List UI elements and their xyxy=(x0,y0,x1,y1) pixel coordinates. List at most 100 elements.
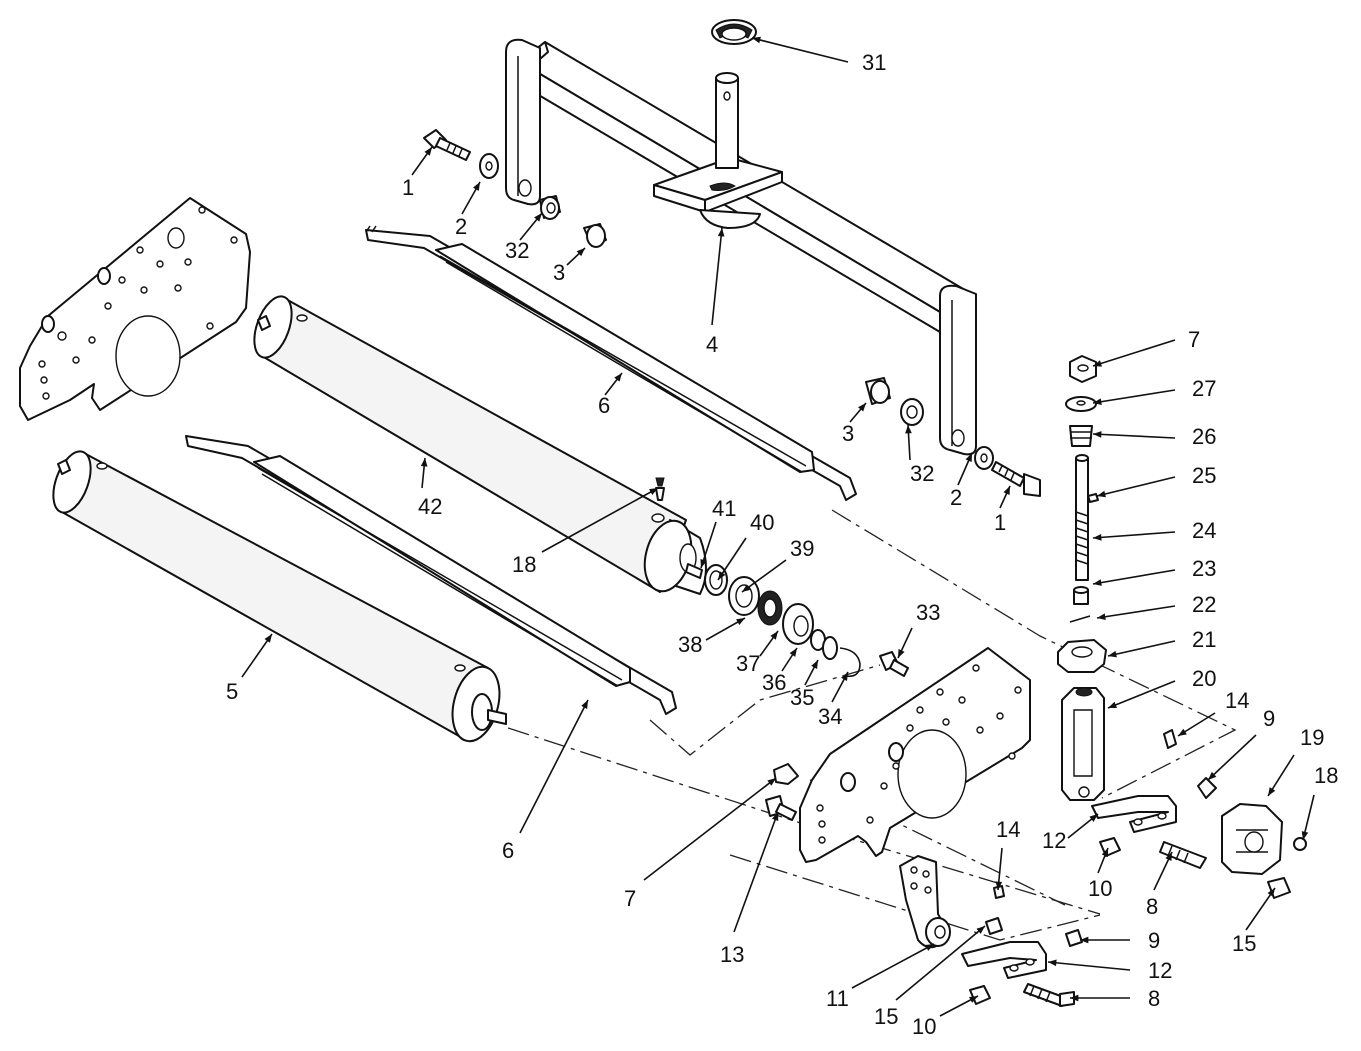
callout-arrowhead xyxy=(752,36,761,44)
callout-arrowhead xyxy=(264,634,272,643)
callout-number: 35 xyxy=(790,685,814,710)
callout-number: 8 xyxy=(1146,894,1158,919)
callout-leader xyxy=(1107,680,1176,709)
callout-24: 24 xyxy=(1092,518,1216,543)
callout-number: 13 xyxy=(720,942,744,967)
lower-hardware xyxy=(765,763,1083,1007)
callout-leader xyxy=(1092,389,1176,404)
callout-leader xyxy=(895,925,986,1001)
callout-leader xyxy=(1245,887,1276,931)
callout-arrowhead xyxy=(576,248,585,257)
callout-number: 27 xyxy=(1192,376,1216,401)
callout-arrowhead xyxy=(995,881,1003,890)
callout-leader xyxy=(541,487,659,553)
callout-36: 36 xyxy=(762,647,798,695)
callout-number: 1 xyxy=(994,510,1006,535)
callout-3: 3 xyxy=(553,247,586,285)
callout-leader xyxy=(1092,531,1176,539)
callout-number: 37 xyxy=(736,651,760,676)
callout-leader xyxy=(711,227,723,326)
bolt-33 xyxy=(879,651,909,677)
callout-number: 5 xyxy=(226,679,238,704)
callout-arrowhead xyxy=(1003,486,1010,495)
callout-number: 32 xyxy=(910,461,934,486)
callout-8: 8 xyxy=(1070,986,1160,1011)
callout-number: 24 xyxy=(1192,518,1216,543)
callout-number: 33 xyxy=(916,600,940,625)
callout-6: 6 xyxy=(598,372,623,418)
callout-arrowhead xyxy=(1267,888,1275,897)
callout-leader xyxy=(717,537,747,581)
callout-32: 32 xyxy=(905,424,934,486)
callout-number: 8 xyxy=(1148,986,1160,1011)
callout-7: 7 xyxy=(1092,327,1200,367)
callout-10: 10 xyxy=(1088,847,1112,901)
callout-9: 9 xyxy=(1207,706,1275,781)
callout-leader xyxy=(1092,339,1176,367)
callout-10: 10 xyxy=(912,995,979,1039)
callout-12: 12 xyxy=(1047,958,1172,983)
callout-33: 33 xyxy=(897,600,940,659)
callout-leader xyxy=(1096,605,1176,619)
callout-number: 19 xyxy=(1300,725,1324,750)
callout-number: 38 xyxy=(678,632,702,657)
callout-arrowhead xyxy=(789,648,797,657)
callout-41: 41 xyxy=(700,496,736,569)
callout-42: 42 xyxy=(418,457,442,519)
callout-31: 31 xyxy=(751,36,886,75)
right-side-plate xyxy=(799,647,1031,863)
callout-arrowhead xyxy=(649,488,658,495)
callout-number: 9 xyxy=(1148,928,1160,953)
callout-leader xyxy=(751,37,849,63)
callout-9: 9 xyxy=(1080,928,1160,953)
callout-arrowhead xyxy=(1080,936,1089,944)
callout-20: 20 xyxy=(1107,666,1216,709)
callout-1: 1 xyxy=(402,146,433,200)
callout-arrowhead xyxy=(1097,613,1106,621)
callout-1: 1 xyxy=(994,485,1011,535)
callout-arrowhead xyxy=(736,618,745,626)
callout-number: 3 xyxy=(842,421,854,446)
callout-number: 26 xyxy=(1192,424,1216,449)
callout-arrowhead xyxy=(581,700,588,709)
callout-number: 1 xyxy=(402,175,414,200)
callout-arrowhead xyxy=(534,213,542,222)
right-pivot-hardware xyxy=(865,377,1041,497)
callout-number: 21 xyxy=(1192,627,1216,652)
upper-scraper-bar xyxy=(365,225,857,501)
callout-arrowhead xyxy=(1268,787,1276,796)
callout-arrowhead xyxy=(742,584,751,592)
callout-arrowhead xyxy=(718,571,726,580)
callout-arrowhead xyxy=(1101,848,1108,857)
callout-arrowhead xyxy=(1089,814,1098,822)
callout-14: 14 xyxy=(995,817,1020,891)
callout-leader xyxy=(1092,433,1176,439)
callout-arrowhead xyxy=(771,812,779,821)
callout-arrowhead xyxy=(424,147,432,156)
callout-arrowhead xyxy=(1165,852,1172,861)
callout-3: 3 xyxy=(842,402,867,446)
callout-number: 10 xyxy=(1088,876,1112,901)
callout-22: 22 xyxy=(1096,592,1216,621)
callout-number: 2 xyxy=(950,485,962,510)
callout-number: 40 xyxy=(750,510,774,535)
callout-number: 20 xyxy=(1192,666,1216,691)
callout-leader xyxy=(851,943,935,989)
callout-labels: 3112323464233221727262524232221201491918… xyxy=(226,36,1338,1039)
callout-number: 15 xyxy=(874,1004,898,1029)
callout-number: 42 xyxy=(418,494,442,519)
callout-number: 18 xyxy=(1314,763,1338,788)
callout-arrowhead xyxy=(717,228,725,237)
callout-leader xyxy=(1207,734,1257,781)
callout-arrowhead xyxy=(770,631,778,640)
left-side-plate xyxy=(19,197,251,421)
callout-14: 14 xyxy=(1177,688,1249,737)
callout-39: 39 xyxy=(741,536,814,593)
callout-6: 6 xyxy=(502,699,589,863)
callout-arrowhead xyxy=(965,453,972,462)
callout-number: 7 xyxy=(624,886,636,911)
callout-26: 26 xyxy=(1092,424,1216,449)
callout-13: 13 xyxy=(720,811,779,967)
